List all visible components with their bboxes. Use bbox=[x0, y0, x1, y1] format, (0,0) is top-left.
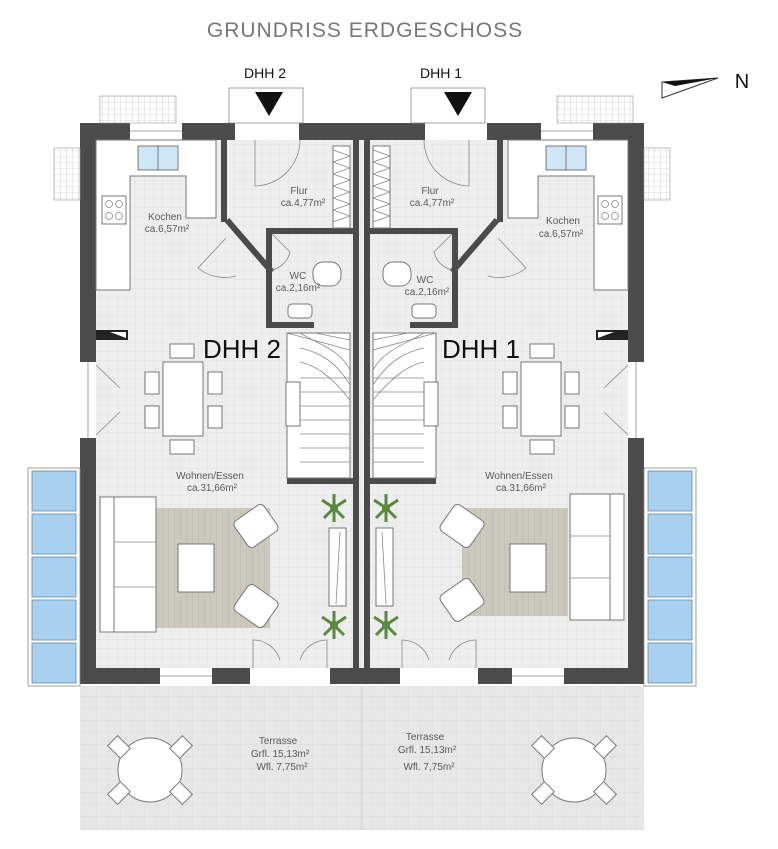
exterior-gratings bbox=[53, 95, 671, 201]
north-label: N bbox=[735, 71, 749, 93]
room-area-wc-left: ca.2,16m² bbox=[276, 283, 321, 294]
room-area-living-left: ca.31,66m² bbox=[187, 483, 238, 494]
plant-icon bbox=[373, 611, 399, 639]
exterior-walls bbox=[80, 123, 644, 684]
unit-left bbox=[95, 139, 353, 668]
terrace-table-left bbox=[106, 734, 194, 806]
terrace-name-right: Terrasse bbox=[406, 732, 445, 743]
terrace-table-right bbox=[530, 734, 618, 806]
side-window-right bbox=[643, 467, 697, 687]
unit-right bbox=[370, 139, 629, 668]
entry-label-right: DHH 1 bbox=[420, 65, 462, 81]
plant-icon bbox=[321, 611, 347, 639]
room-area-hall-right: ca.4,77m² bbox=[410, 198, 455, 209]
room-area-hall-left: ca.4,77m² bbox=[281, 198, 326, 209]
room-name-kitchen-right: Kochen bbox=[546, 216, 580, 227]
unit-label-right: DHH 1 bbox=[442, 334, 520, 364]
entry-label-left: DHH 2 bbox=[244, 65, 286, 81]
entry-arrow-left-icon bbox=[255, 92, 283, 116]
terrace-name-left: Terrasse bbox=[259, 736, 298, 747]
entry-arrow-right-icon bbox=[444, 92, 472, 116]
side-window-left bbox=[27, 467, 81, 687]
room-name-hall-right: Flur bbox=[421, 186, 439, 197]
north-arrow-icon: N bbox=[661, 71, 749, 99]
terrace-wfl-left: Wfl. 7,75m² bbox=[256, 762, 308, 773]
room-area-kitchen-right: ca.6,57m² bbox=[539, 229, 584, 240]
room-name-hall-left: Flur bbox=[290, 186, 308, 197]
room-name-wc-right: WC bbox=[417, 275, 434, 286]
room-area-kitchen-left: ca.6,57m² bbox=[145, 224, 190, 235]
window-sills bbox=[87, 130, 637, 677]
terrace-grfl-right: Grfl. 15,13m² bbox=[398, 745, 457, 756]
plant-icon bbox=[373, 494, 399, 522]
terrace-wfl-right: Wfl. 7,75m² bbox=[403, 762, 455, 773]
room-name-living-right: Wohnen/Essen bbox=[485, 471, 553, 482]
room-area-wc-right: ca.2,16m² bbox=[405, 287, 450, 298]
plan-title: GRUNDRISS ERDGESCHOSS bbox=[207, 19, 523, 42]
room-name-living-left: Wohnen/Essen bbox=[176, 471, 244, 482]
room-name-wc-left: WC bbox=[290, 271, 307, 282]
terrace-grfl-left: Grfl. 15,13m² bbox=[251, 749, 310, 760]
plant-icon bbox=[321, 494, 347, 522]
unit-label-left: DHH 2 bbox=[203, 334, 281, 364]
room-area-living-right: ca.31,66m² bbox=[496, 483, 547, 494]
entrance-canopies: DHH 2 DHH 1 bbox=[228, 65, 486, 124]
room-name-kitchen-left: Kochen bbox=[148, 212, 182, 223]
